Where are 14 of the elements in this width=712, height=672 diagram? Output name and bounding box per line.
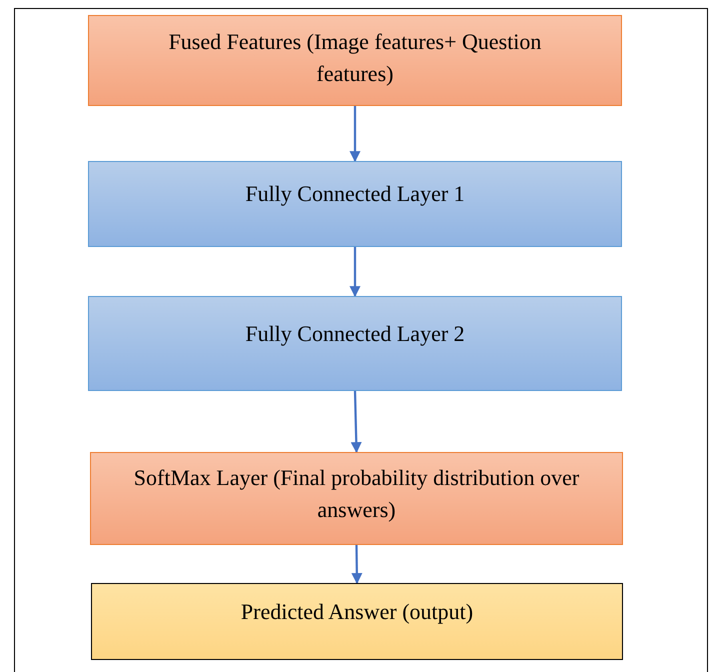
arrow xyxy=(350,390,362,454)
arrow xyxy=(350,247,360,298)
process-box xyxy=(88,296,622,391)
process-box xyxy=(90,452,623,545)
arrow xyxy=(350,106,360,162)
process-box xyxy=(91,583,623,660)
box-label: SoftMax Layer (Final probability distribution over answers) xyxy=(132,464,580,524)
arrow xyxy=(351,544,362,584)
box-label: Fully Connected Layer 2 xyxy=(245,320,465,348)
box-label: Fused Features (Image features+ Question features) xyxy=(168,28,542,88)
box-label: Predicted Answer (output) xyxy=(240,598,474,626)
box-label: Fully Connected Layer 1 xyxy=(245,180,465,208)
process-box xyxy=(88,161,622,247)
process-box xyxy=(88,15,622,106)
